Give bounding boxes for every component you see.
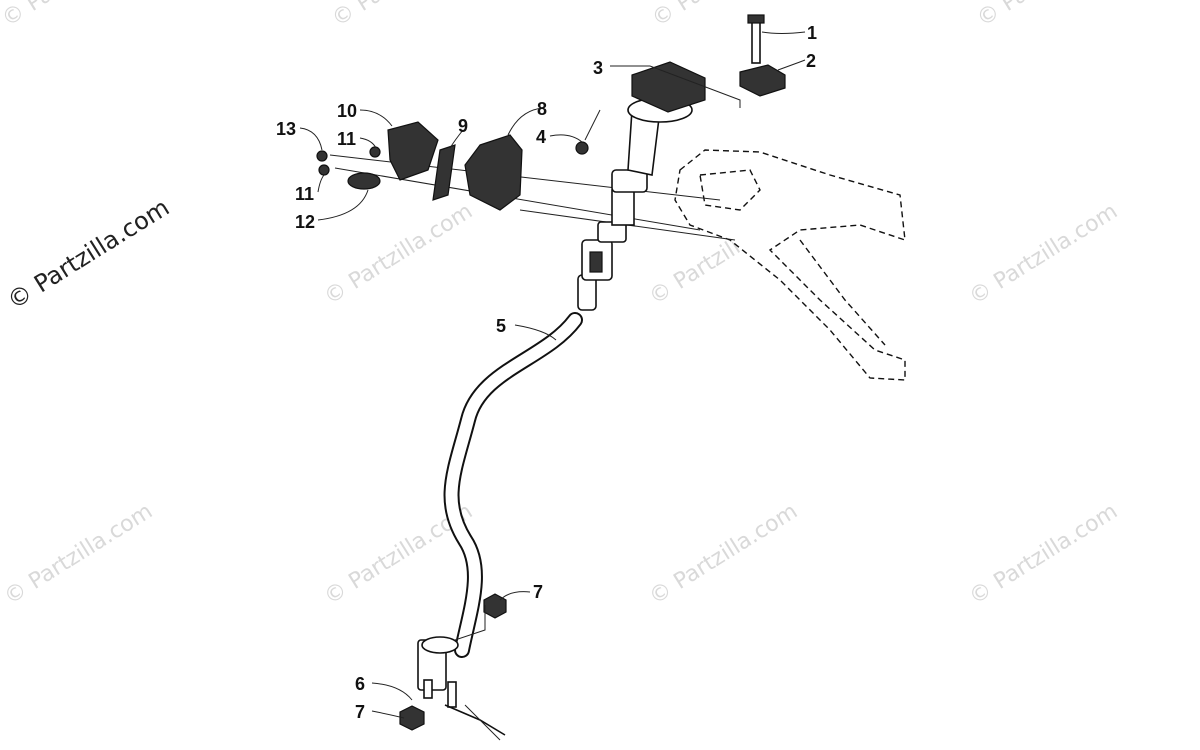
handlebar-parts bbox=[316, 121, 589, 211]
callout-6: 6 bbox=[355, 674, 365, 694]
frame-section bbox=[674, 149, 906, 381]
callout-7-lower: 7 bbox=[355, 702, 365, 722]
callout-11-upper: 11 bbox=[337, 129, 356, 149]
watermark-main: © Partzilla.com bbox=[2, 193, 174, 315]
watermark-grid: © Partzilla.com © Partzilla.com © Partzi… bbox=[0, 0, 1130, 610]
reference-lines bbox=[329, 154, 736, 241]
callout-5: 5 bbox=[496, 316, 506, 336]
watermark-text: © Partzilla.com bbox=[965, 199, 1122, 310]
clamp-parts bbox=[631, 14, 786, 113]
watermark-text: © Partzilla.com bbox=[648, 0, 805, 32]
callout-8: 8 bbox=[537, 99, 547, 119]
watermark-text: © Partzilla.com bbox=[328, 0, 485, 32]
callout-11-lower: 11 bbox=[295, 184, 314, 204]
watermark-text: © Partzilla.com bbox=[0, 499, 157, 610]
callout-10: 10 bbox=[337, 101, 357, 121]
callout-labels: 1 2 3 4 5 6 7 7 8 9 10 11 11 12 13 bbox=[276, 23, 817, 722]
callout-2: 2 bbox=[806, 51, 816, 71]
callout-1: 1 bbox=[807, 23, 817, 43]
callout-7-upper: 7 bbox=[533, 582, 543, 602]
callout-12: 12 bbox=[295, 212, 315, 232]
callout-13: 13 bbox=[276, 119, 296, 139]
watermark-text: © Partzilla.com bbox=[973, 0, 1130, 32]
callout-9: 9 bbox=[458, 116, 468, 136]
steering-shaft bbox=[417, 312, 583, 699]
watermark-text: © Partzilla.com bbox=[320, 199, 477, 310]
callout-4: 4 bbox=[536, 127, 546, 147]
lower-hardware bbox=[399, 593, 507, 741]
watermark-text: © Partzilla.com bbox=[965, 499, 1122, 610]
watermark-text: © Partzilla.com bbox=[0, 0, 155, 32]
leader-lines bbox=[299, 31, 806, 719]
steering-column bbox=[577, 97, 693, 311]
watermark-text: © Partzilla.com bbox=[645, 499, 802, 610]
callout-3: 3 bbox=[593, 58, 603, 78]
